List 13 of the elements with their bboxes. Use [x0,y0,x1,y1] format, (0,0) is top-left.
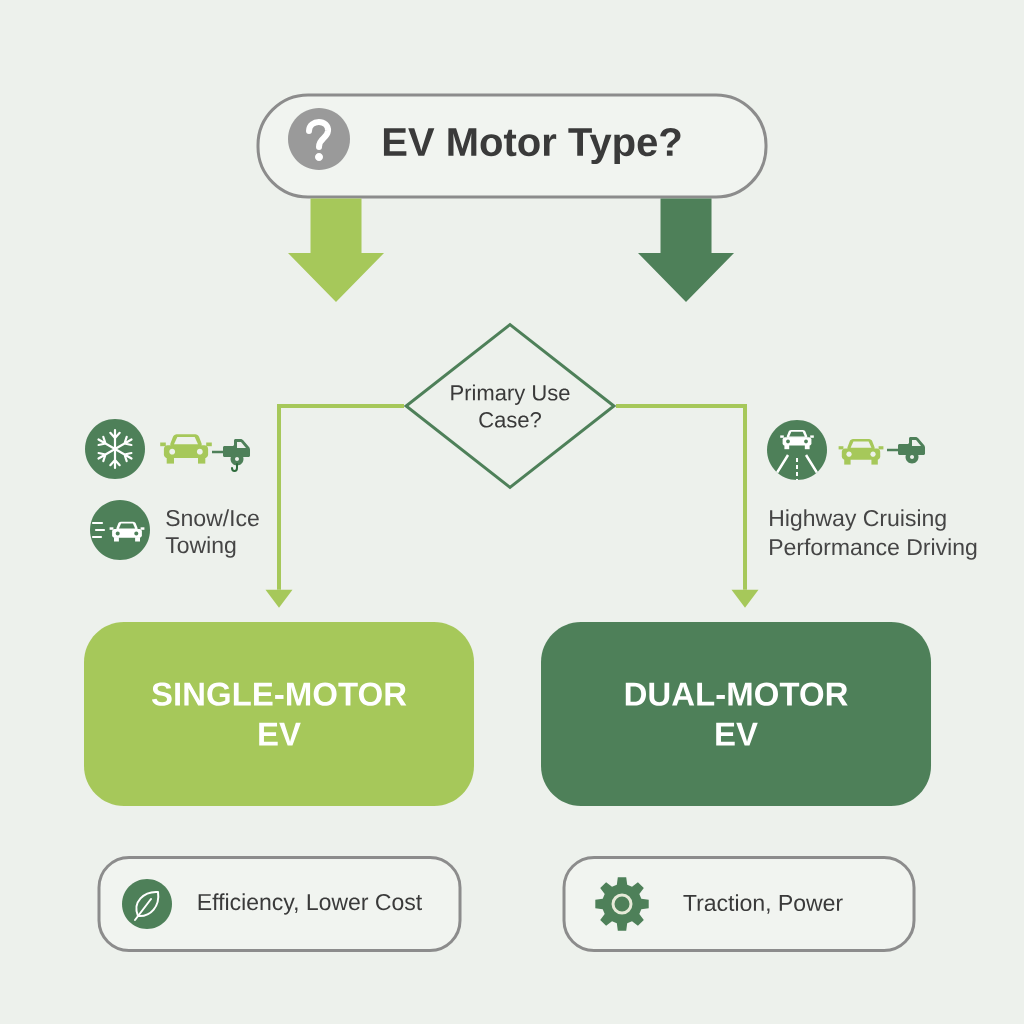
block-arrow [288,198,384,302]
arrow [265,404,404,608]
result-box: SINGLE-MOTOR EV [84,622,474,806]
block-arrow [638,198,734,302]
arrow [616,404,759,608]
result-box: DUAL-MOTOR EV [541,622,931,806]
benefit-box: Traction, Power [562,856,916,952]
use-case-text: Towing [165,536,236,558]
use-case-text: Highway Cruising [770,509,946,531]
benefit-box: Efficiency, Lower Cost [97,856,462,952]
use-case-text: Snow/Ice [166,509,259,527]
question-box: EV Motor Type? [256,93,768,199]
use-case-text: Performance Driving [770,538,977,560]
